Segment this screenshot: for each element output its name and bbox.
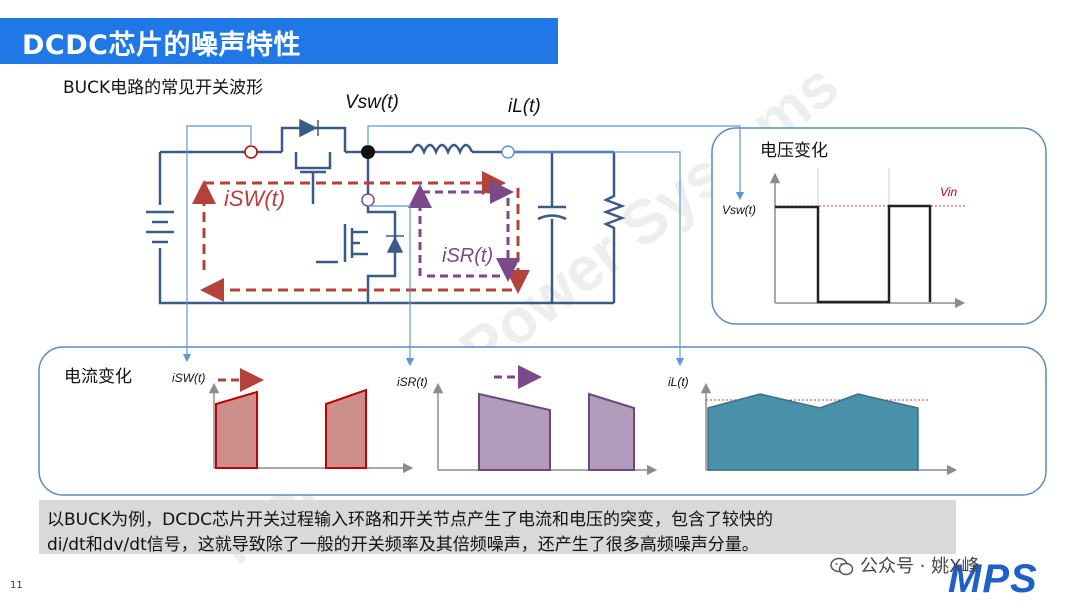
switch-node-leg — [366, 152, 397, 303]
wechat-watermark: 公众号 · 姚X峰 — [830, 552, 980, 578]
switch-node-dot — [361, 145, 375, 159]
battery — [146, 210, 174, 244]
wechat-account-text: 公众号 · 姚X峰 — [860, 556, 980, 577]
voltage-panel-title: 电压变化 — [760, 141, 828, 161]
inductor — [410, 143, 474, 156]
isr-pulse-2 — [588, 392, 635, 471]
resistor — [602, 152, 626, 303]
wechat-icon — [830, 557, 854, 576]
il-probe-circle — [501, 145, 515, 159]
isw-pulse-1 — [215, 390, 258, 469]
il-node-label: iL(t) — [508, 96, 541, 117]
isr-pulse-1 — [478, 392, 551, 471]
il-waveform — [707, 393, 919, 471]
vsw-probe-line — [367, 125, 745, 201]
high-side-switch — [280, 126, 347, 204]
page-title: DCDC芯片的噪声特性 — [22, 30, 301, 61]
caption-line-1: 以BUCK为例，DCDC芯片开关过程输入环路和开关节点产生了电流和电压的突变，包… — [47, 510, 774, 530]
page-number: 11 — [10, 580, 23, 591]
vin-label: Vin — [940, 185, 957, 199]
high-side-diode — [299, 118, 319, 138]
voltage-panel — [711, 127, 1047, 325]
low-side-diode — [386, 235, 404, 253]
title-bar — [0, 18, 558, 64]
caption-box — [39, 500, 956, 554]
low-side-switch — [316, 224, 368, 264]
current-panel-title: 电流变化 — [64, 367, 132, 387]
isr-probe-circle — [361, 193, 375, 207]
isr-loop-label: iSR(t) — [442, 245, 493, 267]
isw-pulse-2 — [325, 388, 367, 469]
il-probe-line — [514, 151, 685, 367]
isr-probe-line — [368, 205, 415, 367]
isw-probe-line — [182, 125, 252, 363]
capacitor — [537, 152, 567, 303]
vsw-node-label: Vsw(t) — [345, 92, 399, 113]
vsw-waveform — [775, 204, 932, 304]
isw-loop-label: iSW(t) — [224, 186, 285, 211]
isw-probe-circle — [244, 145, 258, 159]
mps-logo-text: MPS — [948, 557, 1038, 601]
caption-line-2: di/dt和dv/dt信号，这就导致除了一般的开关频率及其倍频噪声，还产生了很多… — [47, 535, 759, 555]
il-chart-label: iL(t) — [668, 375, 689, 389]
isw-chart-label: iSW(t) — [172, 371, 205, 385]
vsw-axis-label: Vsw(t) — [722, 203, 756, 217]
isr-chart-label: iSR(t) — [397, 375, 428, 389]
bottom-rail — [158, 152, 614, 305]
circuit-subtitle: BUCK电路的常见开关波形 — [63, 78, 264, 98]
mps-logo: MPS — [948, 557, 1038, 601]
